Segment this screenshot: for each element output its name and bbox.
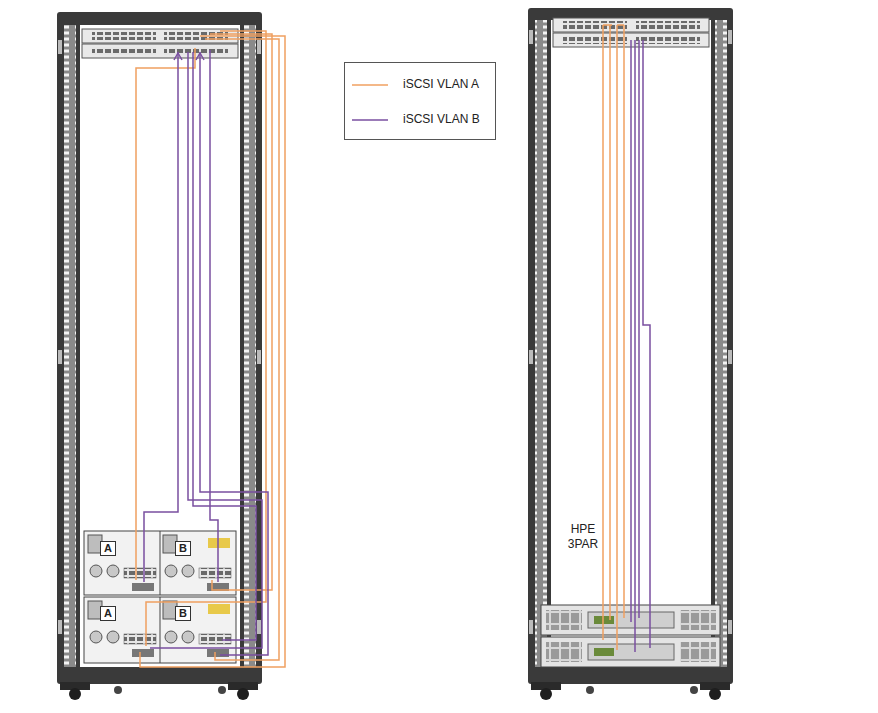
array-label: HPE 3PAR (558, 522, 608, 552)
legend-swatch (352, 117, 392, 123)
controller-label: A (100, 606, 116, 621)
legend-text: iSCSI VLAN B (403, 112, 480, 127)
storage-enclosure (84, 531, 236, 663)
vlan-a-cable (603, 25, 624, 650)
controller-label: B (175, 541, 191, 556)
legend-box: iSCSI VLAN A iSCSI VLAN B (344, 62, 496, 140)
vlan-a-cable (136, 31, 285, 667)
left-rack (57, 12, 285, 700)
controller-label: A (100, 541, 116, 556)
legend-text: iSCSI VLAN A (403, 77, 479, 92)
right-rack (528, 8, 733, 700)
vlan-b-cable (631, 40, 650, 652)
legend-swatch (352, 82, 392, 88)
controller-label: B (175, 606, 191, 621)
vlan-b-cable (144, 50, 268, 655)
